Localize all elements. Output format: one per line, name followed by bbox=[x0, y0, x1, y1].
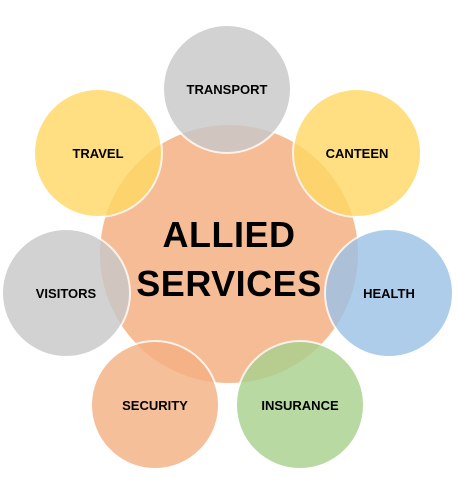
security-circle bbox=[90, 340, 220, 470]
travel-circle bbox=[33, 88, 163, 218]
center-title-line-2: SERVICES bbox=[136, 263, 321, 304]
transport-circle bbox=[162, 24, 292, 154]
satellite-transport: TRANSPORT bbox=[162, 24, 292, 154]
travel-label: TRAVEL bbox=[72, 146, 123, 161]
security-label: SECURITY bbox=[122, 398, 188, 413]
center-title-line-1: ALLIED bbox=[163, 214, 296, 255]
health-circle bbox=[324, 228, 454, 358]
visitors-label: VISITORS bbox=[36, 286, 97, 301]
satellite-health: HEALTH bbox=[324, 228, 454, 358]
insurance-label: INSURANCE bbox=[261, 398, 339, 413]
satellite-canteen: CANTEEN bbox=[292, 88, 422, 218]
insurance-circle bbox=[235, 340, 365, 470]
visitors-circle bbox=[1, 228, 131, 358]
satellite-travel: TRAVEL bbox=[33, 88, 163, 218]
satellite-insurance: INSURANCE bbox=[235, 340, 365, 470]
health-label: HEALTH bbox=[363, 286, 415, 301]
canteen-circle bbox=[292, 88, 422, 218]
canteen-label: CANTEEN bbox=[326, 146, 389, 161]
transport-label: TRANSPORT bbox=[187, 82, 268, 97]
satellite-security: SECURITY bbox=[90, 340, 220, 470]
satellite-visitors: VISITORS bbox=[1, 228, 131, 358]
